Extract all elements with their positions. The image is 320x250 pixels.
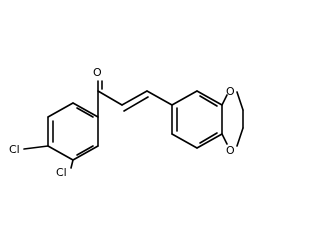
oxygen-label: O xyxy=(226,144,235,157)
structure-canvas: Cl Cl O O O xyxy=(9,66,244,179)
double-bond-inner xyxy=(199,132,218,144)
bond-alpha-beta-double xyxy=(123,96,149,112)
oxygen-label: O xyxy=(93,66,102,79)
bond xyxy=(47,145,74,161)
bond-c-cl-meta xyxy=(70,159,74,169)
bond xyxy=(72,102,99,118)
bond xyxy=(196,90,223,106)
bond-alpha-beta xyxy=(121,90,148,106)
bond xyxy=(72,145,99,161)
double-bond-inner xyxy=(76,145,94,156)
double-bond-inner xyxy=(76,107,94,118)
bond-o-ch2-lower xyxy=(236,127,244,147)
bond-c-o-upper xyxy=(221,94,228,106)
benzodioxole-ring xyxy=(171,90,223,149)
chlorine-label: Cl xyxy=(56,166,67,179)
bond xyxy=(196,133,223,149)
chlorine-label: Cl xyxy=(9,143,20,156)
bond-o-ch2-upper xyxy=(236,91,244,111)
bond-carbonyl-alpha xyxy=(97,90,123,106)
double-bond-inner xyxy=(199,95,218,107)
oxygen-label: O xyxy=(226,85,235,98)
bond xyxy=(171,90,198,106)
bond xyxy=(47,102,74,118)
bond-c-cl-para xyxy=(23,145,49,150)
dichlorophenyl-ring xyxy=(47,102,99,161)
molecule-structure: Cl Cl O O O xyxy=(9,66,244,179)
bond-beta-ring xyxy=(146,90,173,106)
bond xyxy=(171,133,198,149)
bond-c-o-lower xyxy=(221,133,228,145)
